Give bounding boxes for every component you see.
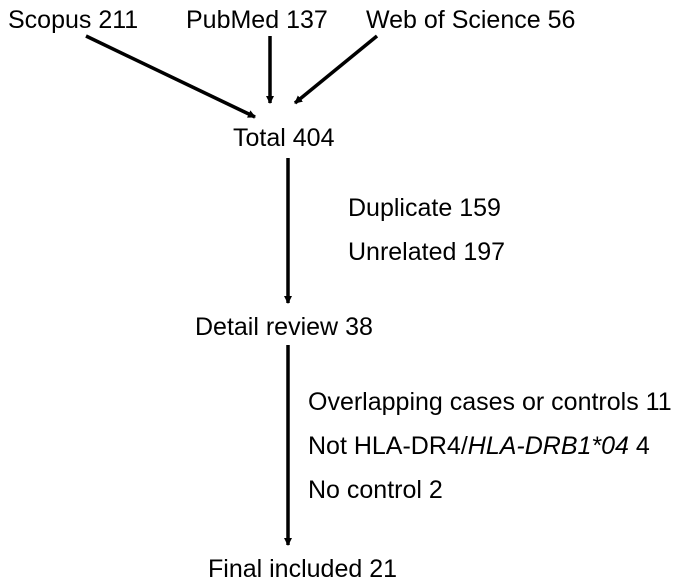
- exclusion-no-control: No control 2: [308, 475, 443, 505]
- exclusion-no-control-reason: No control: [308, 476, 422, 504]
- source-scopus: Scopus 211: [8, 5, 138, 35]
- final-count: 21: [369, 555, 398, 583]
- exclusion-unrelated-reason: Unrelated: [348, 238, 457, 266]
- exclusion-not-hla-reason-plain: Not HLA-DR4/: [308, 432, 468, 460]
- node-final-included: Final included 21: [208, 554, 397, 584]
- exclusion-not-hla-count: 4: [635, 432, 650, 460]
- source-scopus-name: Scopus: [8, 6, 92, 34]
- node-detail-review: Detail review 38: [195, 312, 373, 342]
- source-web-of-science: Web of Science 56: [366, 5, 575, 35]
- exclusion-overlapping-reason: Overlapping cases or controls: [308, 388, 639, 416]
- arrow-scopus-to-total: [85, 34, 256, 119]
- arrow-wos-to-total: [293, 34, 379, 105]
- source-pubmed-count: 137: [286, 6, 328, 34]
- source-web-of-science-count: 56: [547, 6, 576, 34]
- source-web-of-science-name: Web of Science: [366, 6, 541, 34]
- exclusion-duplicate-reason: Duplicate: [348, 194, 453, 222]
- source-pubmed-name: PubMed: [186, 6, 280, 34]
- detail-review-label: Detail review: [195, 313, 339, 341]
- node-total: Total 404: [233, 123, 334, 153]
- exclusion-not-hla: Not HLA-DR4/HLA-DRB1*04 4: [308, 431, 650, 461]
- detail-review-count: 38: [345, 313, 373, 341]
- final-label: Final included: [208, 555, 363, 583]
- source-pubmed: PubMed 137: [186, 5, 328, 35]
- exclusion-not-hla-reason-italic: HLA-DRB1*04: [467, 432, 629, 460]
- total-count: 404: [292, 124, 335, 152]
- exclusion-no-control-count: 2: [428, 476, 443, 504]
- exclusion-duplicate: Duplicate 159: [348, 193, 501, 223]
- exclusion-unrelated: Unrelated 197: [348, 237, 505, 267]
- exclusion-duplicate-count: 159: [459, 194, 501, 222]
- exclusion-overlapping-count: 11: [645, 388, 672, 416]
- source-scopus-count: 211: [98, 6, 139, 34]
- exclusion-overlapping: Overlapping cases or controls 11: [308, 387, 672, 417]
- total-label: Total: [233, 124, 286, 152]
- exclusion-unrelated-count: 197: [463, 238, 506, 266]
